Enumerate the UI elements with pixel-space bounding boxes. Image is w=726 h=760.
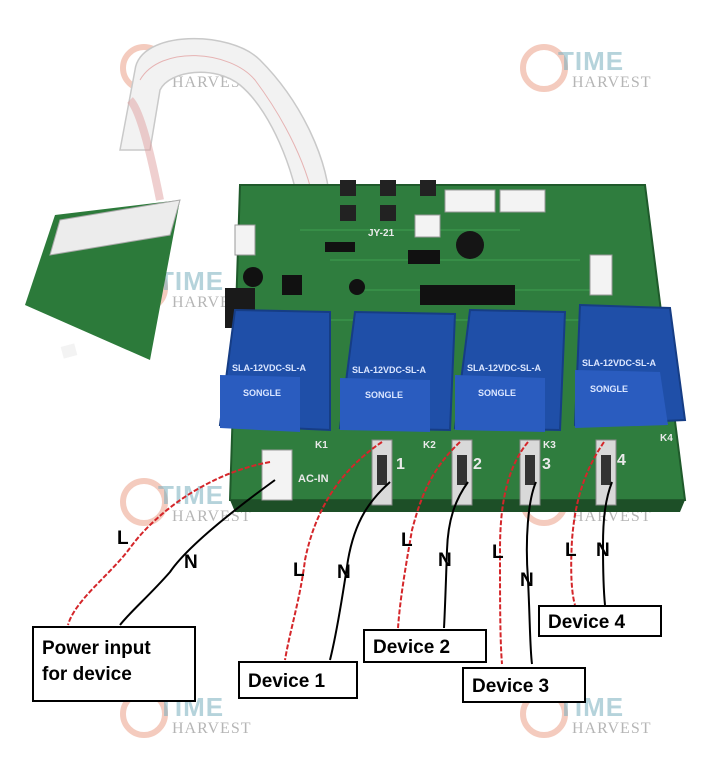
watermark-harvest: HARVEST: [572, 508, 652, 525]
relay-brand-text: SONGLE: [365, 390, 404, 400]
terminal-number-1: 1: [396, 456, 405, 473]
relay-k3: [453, 308, 567, 432]
relay-model-text: SLA-12VDC-SL-A: [352, 365, 427, 375]
device3-neutral-label: N: [520, 570, 534, 591]
relay-label-k1: K1: [315, 440, 328, 451]
power-input-line2: for device: [42, 663, 132, 685]
relay-brand-text: SONGLE: [590, 384, 629, 394]
device1-live-label: L: [293, 560, 305, 581]
terminal-strip: [261, 439, 617, 506]
device4-neutral-label: N: [596, 540, 610, 561]
relay-brand-text: SONGLE: [478, 388, 517, 398]
watermark-time: TIME: [558, 46, 625, 76]
device2-label: Device 2: [363, 629, 487, 663]
device2-live-label: L: [401, 530, 413, 551]
power-input-line1: Power input: [42, 638, 151, 659]
device3-live-label: L: [492, 542, 504, 563]
relay-label-k3: K3: [543, 440, 556, 451]
power-input-label: Power input for device: [32, 626, 196, 702]
wiring: [67, 441, 613, 665]
relay-model-text: SLA-12VDC-SL-A: [582, 358, 657, 368]
relay-label-k4: K4: [660, 433, 673, 444]
power-live-label: L: [117, 528, 129, 549]
terminal-number-4: 4: [617, 452, 626, 469]
relay-k2: [338, 310, 457, 432]
watermark: TIME HARVEST: [520, 44, 670, 114]
device1-label: Device 1: [238, 661, 358, 699]
relay-k4: [573, 303, 687, 428]
device3-label: Device 3: [462, 667, 586, 703]
watermark-time: TIME: [158, 480, 225, 510]
device2-neutral-label: N: [438, 550, 452, 571]
terminal-number-3: 3: [542, 456, 551, 473]
watermark-time: TIME: [158, 266, 225, 296]
watermark: TIME HARVEST: [120, 478, 270, 548]
ac-in-label: AC-IN: [298, 473, 329, 485]
relay-model-text: SLA-12VDC-SL-A: [232, 363, 307, 373]
terminal-number-2: 2: [473, 456, 482, 473]
connector-board: [25, 199, 181, 360]
watermark-harvest: HARVEST: [172, 720, 252, 737]
relay-model-text: SLA-12VDC-SL-A: [467, 363, 542, 373]
watermark-harvest: HARVEST: [572, 720, 652, 737]
device1-neutral-label: N: [337, 562, 351, 583]
device4-label: Device 4: [538, 605, 662, 637]
watermark-logo-icon: [520, 44, 568, 92]
relay-brand-text: SONGLE: [243, 388, 282, 398]
device4-live-label: L: [565, 540, 577, 561]
watermark: TIME HARVEST: [120, 690, 270, 760]
relay-label-k2: K2: [423, 440, 436, 451]
watermark-harvest: HARVEST: [572, 74, 652, 91]
watermark-logo-icon: [120, 478, 168, 526]
power-neutral-label: N: [184, 552, 198, 573]
relay-k1: [218, 308, 331, 432]
board-id-label: JY-21: [368, 228, 395, 239]
